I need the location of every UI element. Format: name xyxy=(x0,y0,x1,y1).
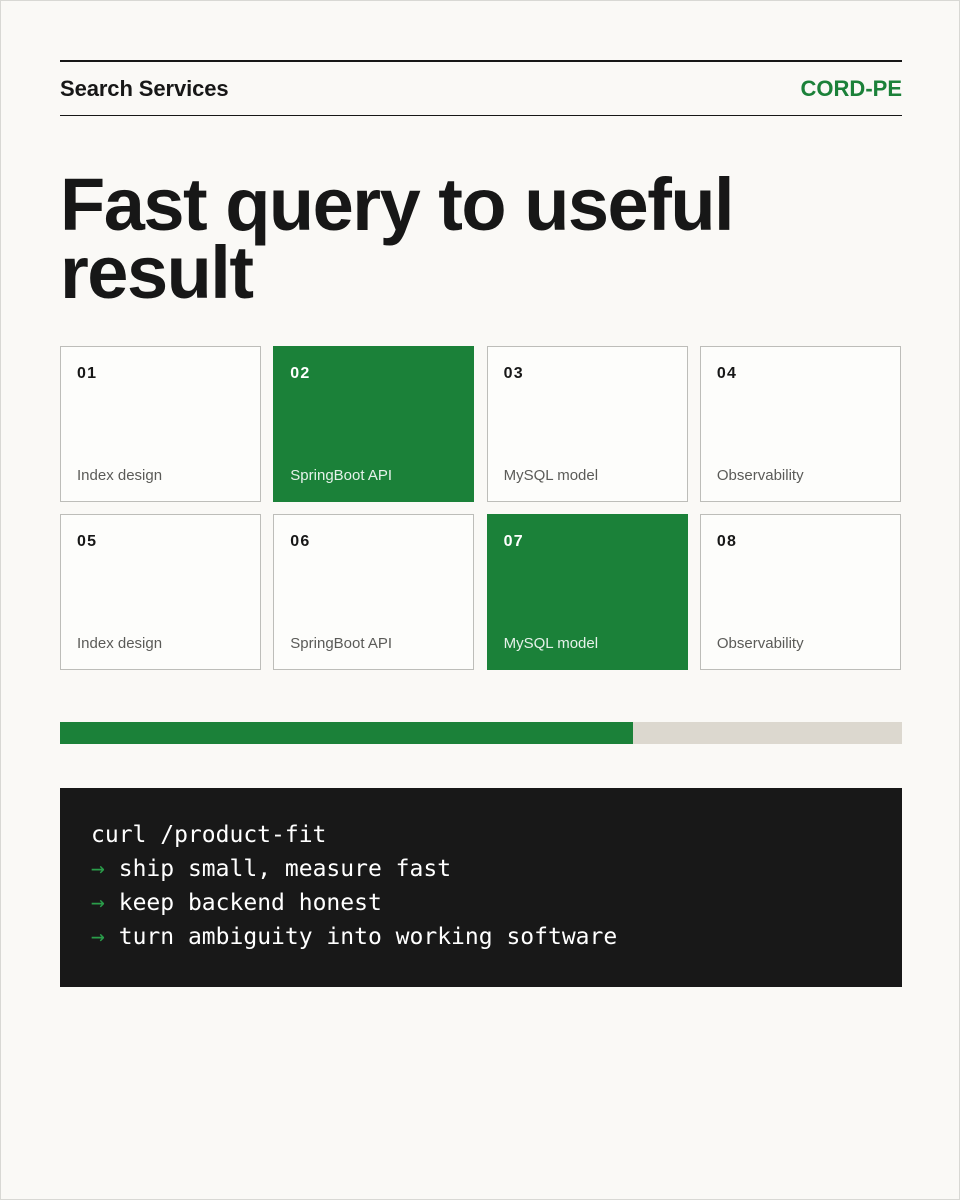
tile-number: 05 xyxy=(77,533,98,550)
topic-tile-05[interactable]: 05 Index design xyxy=(60,514,261,670)
tile-label: Observability xyxy=(716,467,804,484)
tile-number: 08 xyxy=(716,533,738,550)
project-code: CORD-PE xyxy=(800,75,902,101)
hero-title: Fast query to useful result xyxy=(60,163,735,314)
header-bar: Search Services CORD-PE xyxy=(60,60,902,116)
terminal-line: → ship small, measure fast xyxy=(91,852,871,886)
terminal-command: curl /product-fit xyxy=(91,822,327,848)
tile-label: SpringBoot API xyxy=(290,467,393,484)
topic-grid: 01 Index design 02 SpringBoot API 03 MyS… xyxy=(60,346,902,670)
arrow-right-icon: → xyxy=(91,924,105,950)
terminal-line-text: keep backend honest xyxy=(118,890,382,916)
arrow-right-icon: → xyxy=(91,890,105,916)
tile-number: 04 xyxy=(716,365,738,382)
topic-tile-04[interactable]: 04 Observability xyxy=(699,346,901,502)
tile-label: MySQL model xyxy=(503,635,599,652)
topic-tile-03[interactable]: 03 MySQL model xyxy=(486,346,688,502)
terminal-line-text: ship small, measure fast xyxy=(118,856,452,882)
tile-label: SpringBoot API xyxy=(290,635,393,652)
arrow-right-icon: → xyxy=(91,856,105,882)
tile-label: Index design xyxy=(77,635,163,652)
tile-label: Observability xyxy=(716,635,804,652)
tile-number: 03 xyxy=(503,365,524,382)
terminal-line: → keep backend honest xyxy=(91,886,871,920)
terminal-line: → turn ambiguity into working software xyxy=(91,920,871,954)
topic-tile-01[interactable]: 01 Index design xyxy=(60,346,261,502)
tile-label: Index design xyxy=(77,467,163,484)
topic-tile-06[interactable]: 06 SpringBoot API xyxy=(273,514,475,670)
progress-bar xyxy=(60,722,902,744)
tile-label: MySQL model xyxy=(503,467,599,484)
topic-tile-02[interactable]: 02 SpringBoot API xyxy=(273,346,475,502)
topic-tile-08[interactable]: 08 Observability xyxy=(699,514,901,670)
tile-number: 02 xyxy=(290,365,311,382)
tile-number: 07 xyxy=(503,533,524,550)
terminal-block: curl /product-fit → ship small, measure … xyxy=(60,788,902,987)
tile-number: 06 xyxy=(290,533,311,550)
brand-title: Search Services xyxy=(60,75,229,101)
terminal-line-text: turn ambiguity into working software xyxy=(118,924,618,950)
progress-bar-fill xyxy=(60,722,633,744)
topic-tile-07[interactable]: 07 MySQL model xyxy=(486,514,688,670)
tile-number: 01 xyxy=(77,365,98,382)
